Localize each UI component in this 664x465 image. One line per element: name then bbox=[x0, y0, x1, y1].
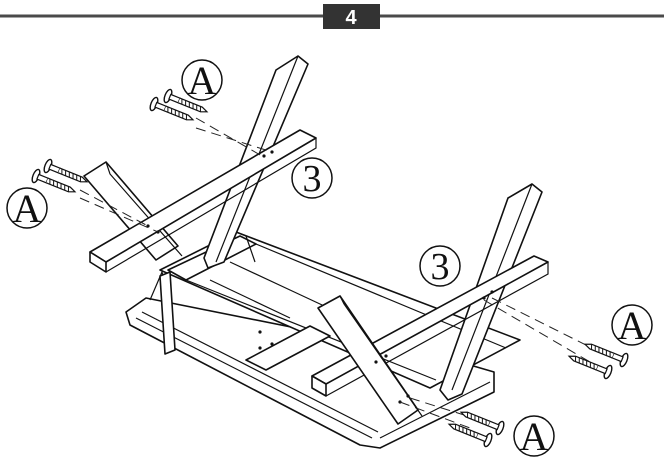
svg-text:3: 3 bbox=[303, 158, 322, 200]
screw-pair-right bbox=[567, 343, 629, 380]
callout-left: A bbox=[6, 186, 48, 231]
callout-bottom-right: A bbox=[513, 414, 555, 459]
step-badge bbox=[323, 4, 380, 29]
svg-text:A: A bbox=[188, 58, 217, 103]
svg-text:A: A bbox=[520, 414, 549, 459]
svg-text:A: A bbox=[13, 186, 42, 231]
screw-pair-bottom-right bbox=[447, 411, 505, 448]
svg-text:3: 3 bbox=[431, 246, 450, 288]
callout-right: A bbox=[611, 303, 653, 348]
alignment-lines bbox=[79, 117, 601, 429]
right-leg-assembly bbox=[258, 183, 549, 425]
screw-pair-top-left bbox=[149, 88, 209, 121]
left-leg-assembly bbox=[83, 55, 317, 273]
screw-pair-left bbox=[31, 158, 89, 193]
svg-text:A: A bbox=[618, 303, 647, 348]
callout-top-left: A bbox=[181, 58, 223, 103]
part-label-right: 3 bbox=[419, 245, 461, 288]
part-label-top: 3 bbox=[291, 157, 333, 200]
step-number: 4 bbox=[345, 7, 357, 29]
